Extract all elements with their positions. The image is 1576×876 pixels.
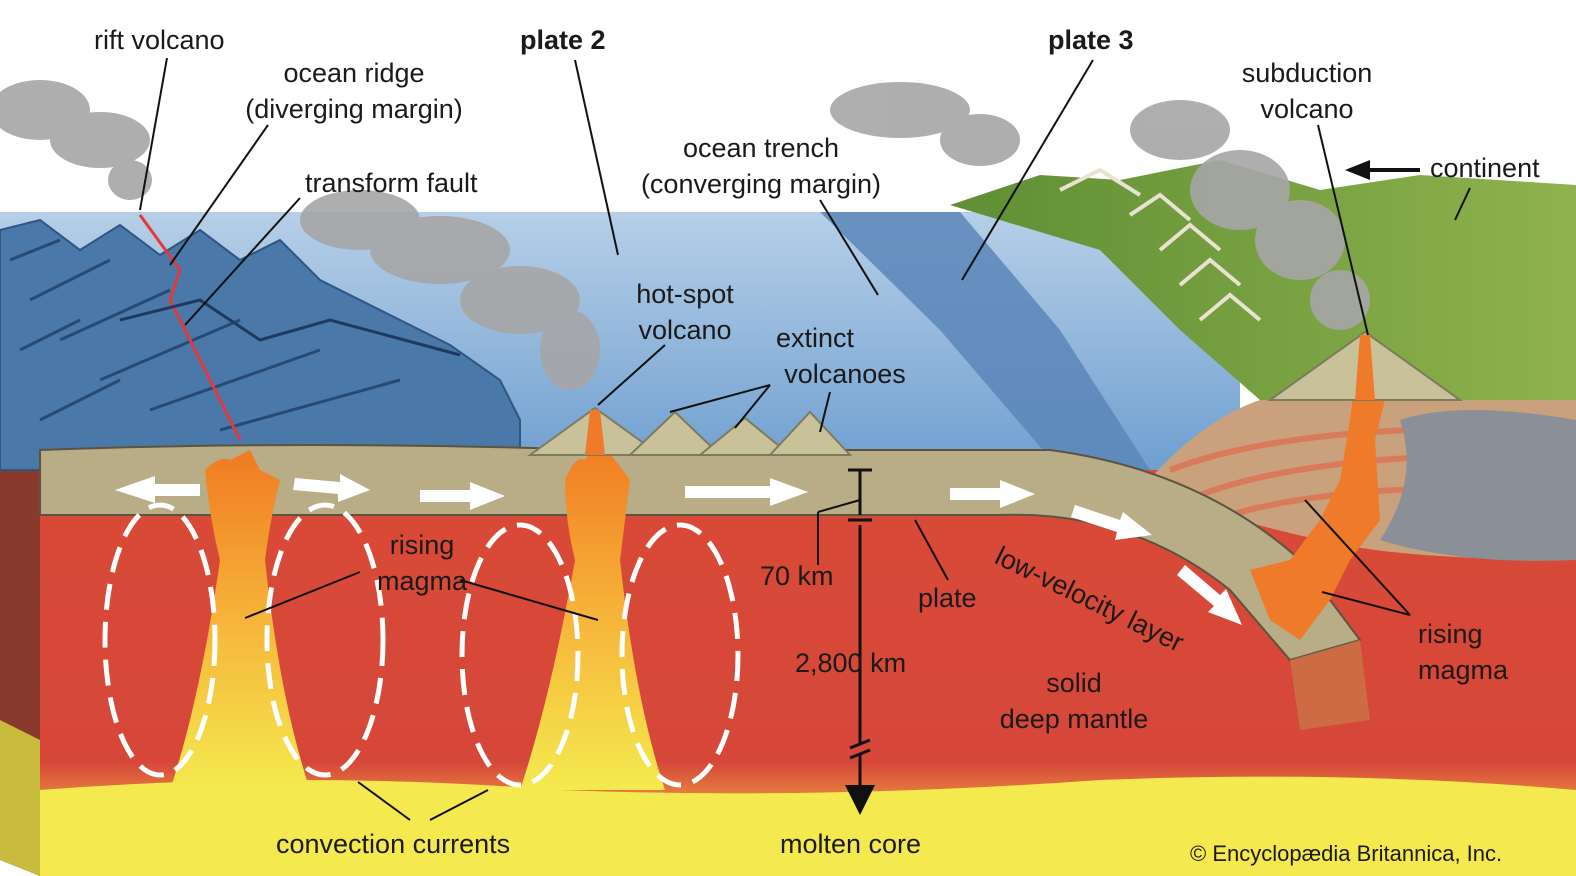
extinct-volcano-3 (767, 410, 853, 456)
label-70km: 70 km (760, 561, 834, 591)
rift-line (138, 214, 242, 441)
continent-arrow (1345, 160, 1420, 180)
label-extinct-line1: extinct (776, 323, 855, 353)
label-hotspot-line2: volcano (638, 315, 732, 345)
label-rising-left-line1: rising (389, 530, 455, 560)
label-convection-currents: convection currents (276, 829, 511, 859)
credit-line: © Encyclopædia Britannica, Inc. (1190, 841, 1503, 866)
label-ocean-ridge-line1: ocean ridge (283, 58, 425, 88)
label-hotspot-volcano: hot-spot volcano (615, 276, 755, 348)
label-plate-3: plate 3 (1048, 25, 1134, 55)
label-plate-2: plate 2 (520, 25, 606, 55)
smoke (0, 80, 1370, 390)
extinct-volcano-1 (627, 410, 723, 456)
label-2800km: 2,800 km (795, 648, 907, 678)
label-subduction-volcano: subduction volcano (1222, 55, 1392, 127)
molten-core (40, 776, 1576, 876)
label-ocean-trench-line2: (converging margin) (640, 169, 882, 199)
convection-loops (102, 502, 741, 788)
continent-land (950, 160, 1576, 400)
subduction-vent (1355, 335, 1375, 400)
label-rising-right-line2: magma (1418, 655, 1509, 685)
ocean-ridge (0, 218, 521, 471)
label-subduction-line1: subduction (1241, 58, 1373, 88)
ocean-trench (820, 212, 1150, 470)
subducting-slab (1290, 640, 1370, 730)
label-plate: plate (918, 583, 977, 613)
block-side-core (0, 720, 40, 876)
label-extinct-line2: volcanoes (784, 359, 906, 389)
label-rising-left-line2: magma (376, 566, 468, 596)
label-solid-line2: deep mantle (999, 704, 1149, 734)
depth-scale (845, 468, 875, 815)
label-ocean-trench: ocean trench (converging margin) (620, 130, 902, 202)
leader-lines (139, 57, 1471, 821)
label-ocean-trench-line1: ocean trench (682, 133, 840, 163)
label-transform-fault: transform fault (305, 168, 478, 198)
transform-fault-line (119, 298, 461, 357)
label-solid-line1: solid (1046, 668, 1102, 698)
subduction-magma (1250, 340, 1385, 640)
label-rising-right-line1: rising (1418, 619, 1483, 649)
extinct-volcano-2 (697, 416, 793, 456)
magma-chamber-grey (1380, 410, 1576, 561)
label-ocean-ridge: ocean ridge (diverging margin) (230, 55, 478, 127)
hotspot-vent (585, 410, 605, 455)
ridge-texture (9, 238, 401, 432)
plate-flow-arrows (115, 474, 1242, 625)
label-hotspot-line1: hot-spot (636, 279, 734, 309)
label-ocean-ridge-line2: (diverging margin) (245, 94, 463, 124)
hotspot-magma-plume (520, 440, 665, 790)
label-rising-magma-right: rising magma (1418, 616, 1508, 688)
label-subduction-line2: volcano (1260, 94, 1354, 124)
label-rift-volcano: rift volcano (94, 25, 225, 55)
label-continent: continent (1430, 153, 1540, 183)
label-rising-magma-left: rising magma (362, 527, 482, 599)
label-extinct-volcanoes: extinct volcanoes (770, 320, 920, 392)
label-solid-deep-mantle: solid deep mantle (980, 665, 1168, 737)
label-molten-core: molten core (780, 829, 922, 859)
mountain-peaks (1059, 167, 1262, 322)
